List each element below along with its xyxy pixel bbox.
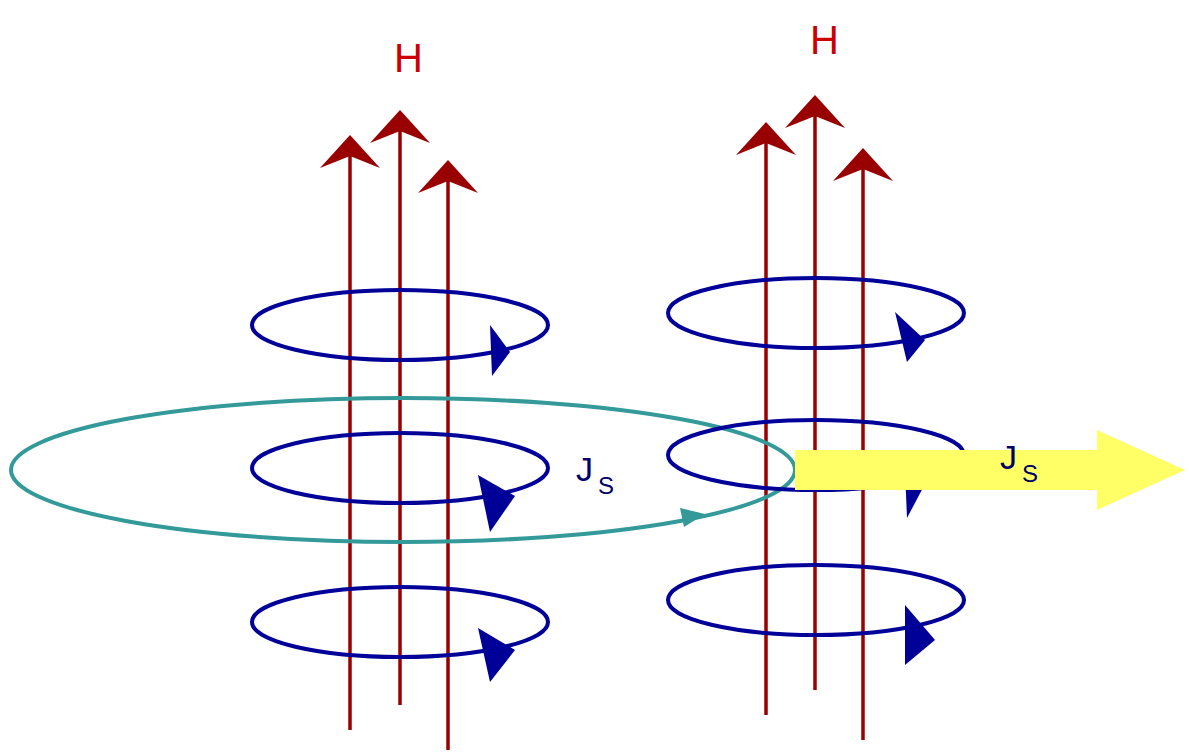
flow-arrow	[795, 430, 1185, 510]
current-arrowheads	[478, 312, 935, 682]
field-lines	[320, 95, 893, 750]
current-label: J	[576, 452, 593, 486]
current-subscript: S	[598, 474, 614, 498]
current-subscript: S	[1022, 462, 1038, 486]
current-label: J	[1000, 440, 1017, 474]
field-label: H	[810, 20, 839, 60]
supercurrent-loop	[11, 398, 795, 542]
field-label: H	[394, 38, 423, 78]
